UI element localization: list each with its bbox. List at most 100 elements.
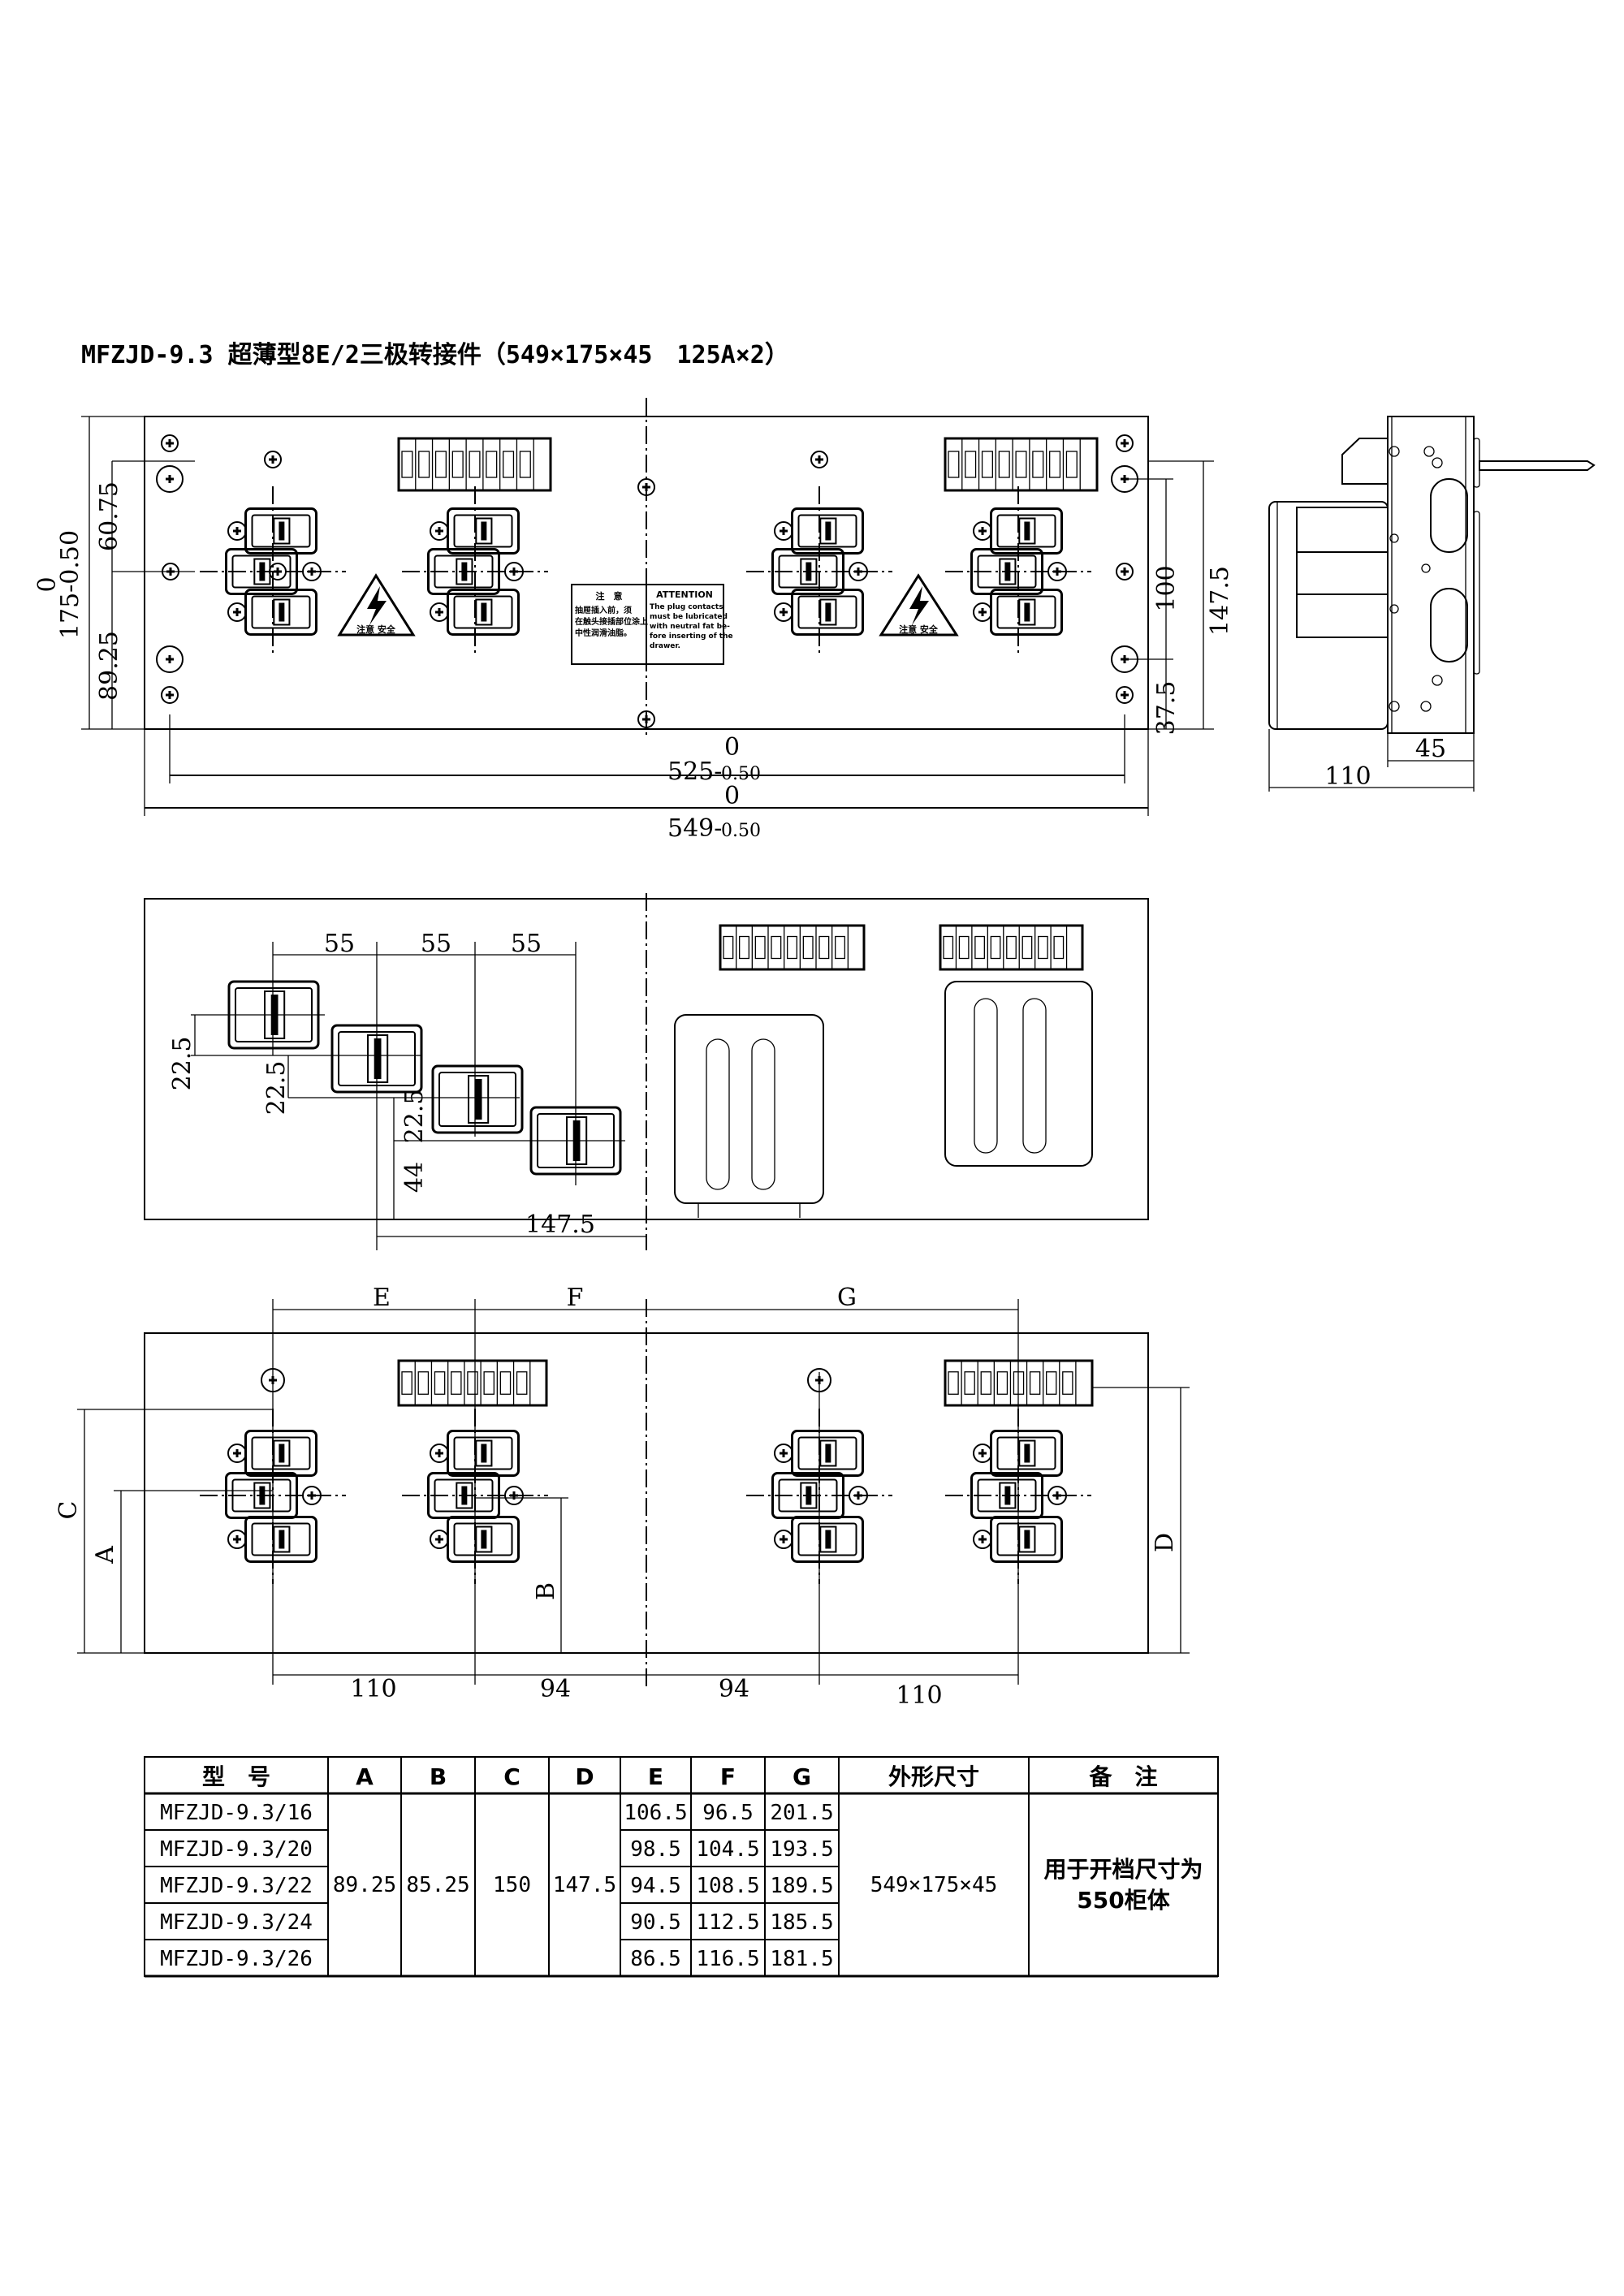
contact-blade [819, 1526, 837, 1553]
dim-525: 525- [667, 757, 722, 786]
plug-contact [244, 507, 317, 555]
dim-A: A [91, 1546, 119, 1564]
screw-head [430, 1530, 449, 1549]
dim-60-75: 60.75 [95, 481, 123, 551]
screw-cross [978, 1449, 987, 1457]
plug-contact [244, 1516, 317, 1563]
contact-inner [235, 987, 313, 1042]
contact-blade [475, 598, 493, 626]
screw-head [637, 478, 655, 496]
screw-icon [973, 602, 992, 622]
contact-slot [1024, 602, 1030, 622]
terminal-slot [1065, 451, 1078, 478]
screw-cross [1053, 568, 1061, 576]
contact-blade [819, 517, 837, 545]
contact-slot [374, 1038, 382, 1079]
contact-slot [481, 521, 487, 541]
terminal-slot [787, 935, 797, 960]
table-cell-F: 116.5 [696, 1947, 759, 1971]
table-cell-F: 112.5 [696, 1910, 759, 1935]
side-view: 45 110 [1268, 416, 1596, 792]
screw-head [261, 1368, 285, 1392]
table-header-cell: C [503, 1763, 520, 1790]
notice-cn-line: 在触头接插部位涂上 [575, 616, 648, 627]
contact-outer [330, 1024, 423, 1094]
dim-45: 45 [1415, 735, 1446, 763]
screw-cross [308, 1491, 316, 1500]
terminal-slot [1006, 935, 1017, 960]
contact-slot [1024, 1530, 1030, 1549]
dim-F: F [567, 1284, 584, 1312]
plug-contact [990, 1516, 1063, 1563]
plug-contact [431, 1064, 524, 1134]
screw-cross [642, 483, 650, 491]
table-cell-remark: 用于开档尺寸为 [1043, 1856, 1203, 1883]
screw-cross [1053, 1491, 1061, 1500]
screw-icon [637, 478, 655, 496]
terminal-outline [944, 437, 1099, 492]
auxiliary-terminal-block [944, 437, 1099, 492]
screw-head [227, 602, 247, 622]
table-cell-E: 86.5 [630, 1947, 681, 1971]
screw-icon [430, 521, 449, 541]
screw-icon [1111, 465, 1138, 493]
table-cell-A: 89.25 [333, 1873, 396, 1897]
terminal-slot [1021, 935, 1033, 960]
terminal-slot [974, 935, 985, 960]
terminal-slot [467, 1371, 478, 1395]
screw-icon [810, 451, 828, 468]
contact-blade [819, 598, 837, 626]
terminal-slot [434, 1371, 446, 1395]
table-cell-G: 189.5 [770, 1874, 833, 1898]
front-view: 0 175-0.50 60.75 89.25 0 525- 0.50 0 549… [33, 398, 1234, 843]
screw-cross [815, 455, 823, 464]
contact-inner [797, 1436, 857, 1470]
table-cell-model: MFZJD-9.3/26 [160, 1947, 313, 1971]
terminal-slot [996, 1371, 1009, 1395]
contact-inner [251, 1522, 311, 1556]
contact-blade [475, 1439, 493, 1467]
screw-head [162, 563, 179, 580]
screw-head [849, 562, 868, 581]
screw-icon [430, 1444, 449, 1463]
plug-contact [447, 1430, 520, 1477]
contact-blade [475, 517, 493, 545]
contact-slot [1024, 1444, 1030, 1463]
contact-blade [264, 990, 286, 1039]
screw-icon [849, 562, 868, 581]
screw-head [774, 1444, 793, 1463]
screw-cross [815, 1376, 823, 1384]
screw-cross [435, 608, 443, 616]
plug-contact [791, 1430, 864, 1477]
screw-head [774, 521, 793, 541]
screw-icon [774, 1530, 793, 1549]
screw-head [1116, 563, 1134, 580]
screw-cross [854, 1491, 862, 1500]
screw-icon [973, 1444, 992, 1463]
screw-head [504, 1486, 524, 1505]
contact-blade [475, 1526, 493, 1553]
plug-contact [330, 1024, 423, 1094]
terminal-outline [719, 924, 866, 971]
notice-en-line: must be lubricated [650, 613, 728, 621]
table-cell-E: 106.5 [624, 1801, 687, 1825]
screw-head [1111, 645, 1138, 673]
dim-110: 110 [1324, 762, 1371, 791]
screw-icon [973, 521, 992, 541]
table-cell-size: 549×175×45 [870, 1873, 998, 1897]
screw-icon [774, 1444, 793, 1463]
dim-100: 100 [1152, 565, 1181, 611]
table-cell-E: 98.5 [630, 1837, 681, 1862]
screw-cross [435, 1535, 443, 1543]
screw-cross [780, 1535, 788, 1543]
screw-head [849, 1486, 868, 1505]
screw-head [156, 465, 184, 493]
screw-icon [849, 1486, 868, 1505]
table-cell-model: MFZJD-9.3/16 [160, 1801, 313, 1825]
screw-head [973, 521, 992, 541]
terminal-slot [980, 1371, 991, 1395]
terminal-slot [1015, 451, 1027, 478]
dim-pitch-55: 55 [324, 930, 355, 958]
screw-cross [166, 691, 174, 699]
contact-blade [273, 517, 291, 545]
